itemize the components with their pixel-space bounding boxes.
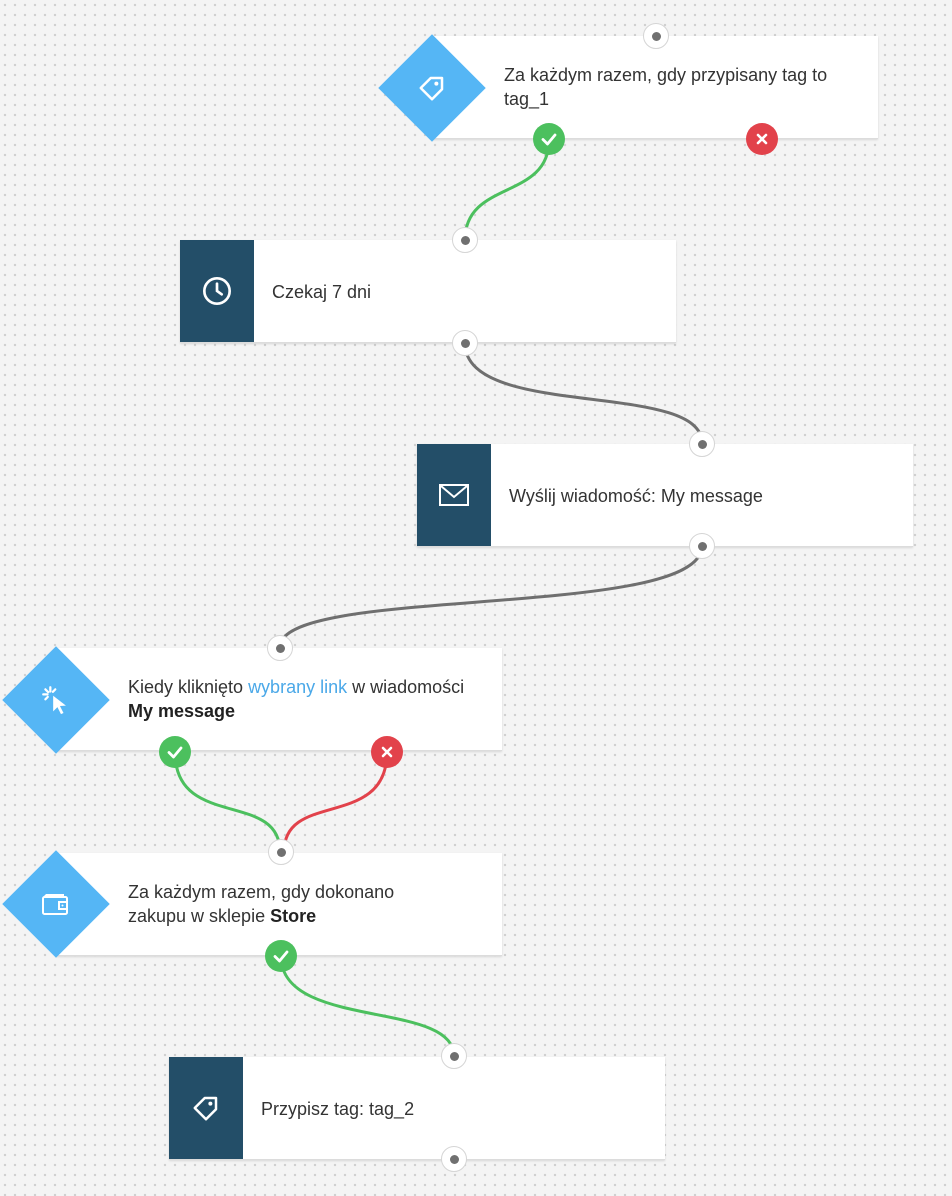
purchase-yes-badge[interactable] (265, 940, 297, 972)
link-click-text-pre: Kiedy kliknięto (128, 677, 249, 697)
connector-yes-tag-to-wait (463, 139, 551, 241)
cursor-click-icon (38, 682, 74, 718)
tag-icon (169, 1057, 243, 1159)
purchase-input-port[interactable] (268, 839, 294, 865)
connector-yes-purchase-to-assign (279, 955, 456, 1057)
link-click-message-name: My message (128, 701, 236, 721)
connector-no-click-to-purchase (282, 751, 389, 853)
tag-trigger-no-badge[interactable] (746, 123, 778, 155)
purchase-text-pre: Za każdym razem, gdy dokonano zakupu w s… (128, 882, 395, 926)
connector-yes-click-to-purchase (173, 751, 282, 853)
send-input-port[interactable] (689, 431, 715, 457)
wait-input-port[interactable] (452, 227, 478, 253)
send-message-card[interactable]: Wyślij wiadomość: My message (417, 444, 913, 547)
wait-card[interactable]: Czekaj 7 dni (180, 240, 676, 343)
wallet-icon (38, 886, 74, 922)
link-click-card[interactable]: Kiedy kliknięto wybrany link w wiadomośc… (56, 648, 502, 751)
tag-trigger-text: Za każdym razem, gdy przypisany tag to t… (504, 65, 828, 109)
tag-trigger-input-port[interactable] (643, 23, 669, 49)
connector-wait-to-send (463, 342, 704, 444)
tag-icon (414, 70, 450, 106)
link-click-no-badge[interactable] (371, 736, 403, 768)
purchase-card[interactable]: Za każdym razem, gdy dokonano zakupu w s… (56, 853, 502, 956)
link-click-yes-badge[interactable] (159, 736, 191, 768)
purchase-text: Za każdym razem, gdy dokonano zakupu w s… (128, 880, 448, 928)
tag-trigger-card[interactable]: Za każdym razem, gdy przypisany tag to t… (432, 36, 878, 139)
selected-link[interactable]: wybrany link (248, 677, 348, 697)
send-message-text: Wyślij wiadomość: My message (509, 486, 763, 506)
clock-icon (180, 240, 254, 342)
purchase-store-name: Store (270, 906, 317, 926)
assign-tag-card[interactable]: Przypisz tag: tag_2 (169, 1057, 665, 1160)
wait-text: Czekaj 7 dni (272, 282, 372, 302)
send-output-port[interactable] (689, 533, 715, 559)
envelope-icon (417, 444, 491, 546)
wait-output-port[interactable] (452, 330, 478, 356)
assign-input-port[interactable] (441, 1043, 467, 1069)
assign-output-port[interactable] (441, 1146, 467, 1172)
link-click-text: Kiedy kliknięto wybrany link w wiadomośc… (128, 675, 488, 723)
connector-send-to-click (278, 545, 704, 648)
assign-tag-text: Przypisz tag: tag_2 (261, 1099, 415, 1119)
tag-trigger-yes-badge[interactable] (533, 123, 565, 155)
link-click-text-mid: w wiadomości (347, 677, 465, 697)
link-click-input-port[interactable] (267, 635, 293, 661)
